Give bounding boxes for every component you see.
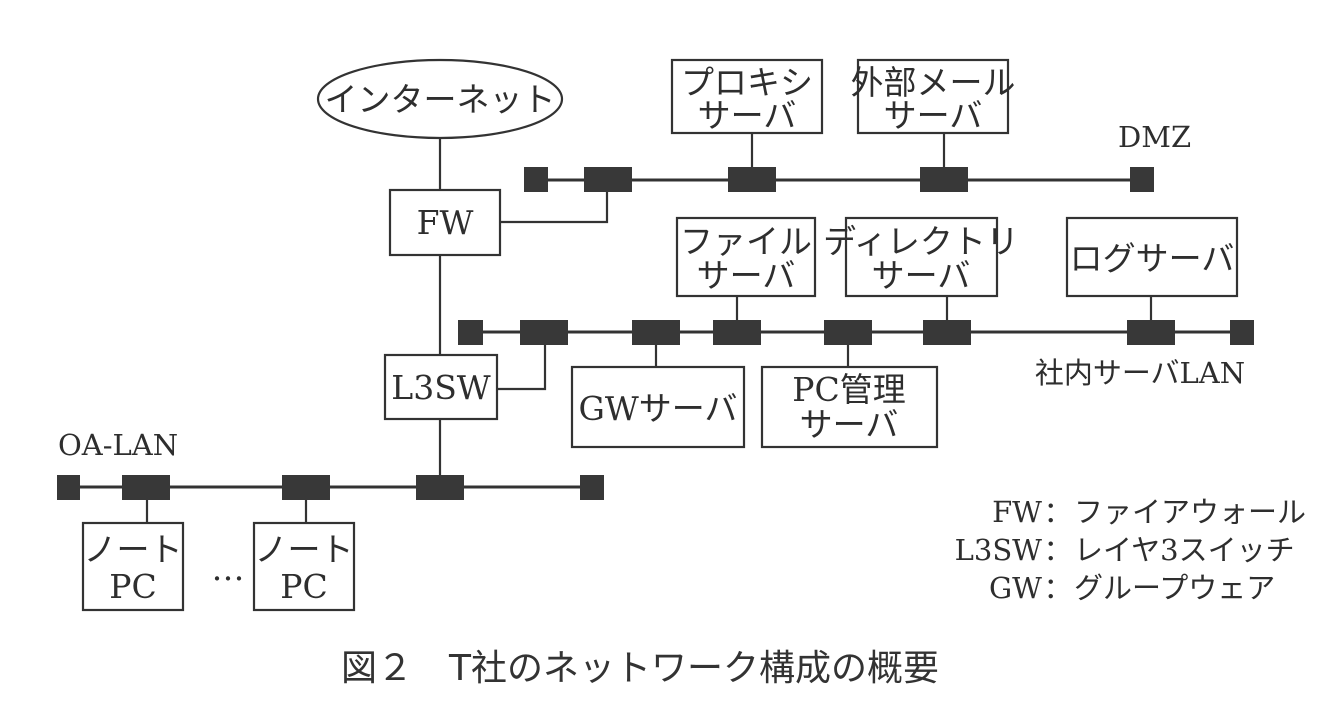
svg-text:サーバ: サーバ <box>872 256 971 295</box>
note-pc-2: ノート PC <box>252 500 356 612</box>
legend: FW ： ファイアウォール L3SW ： レイヤ3スイッチ GW ： グループウ… <box>955 495 1306 605</box>
svg-text:GWサーバ: GWサーバ <box>579 389 738 428</box>
serverlan-port-directory <box>923 320 971 345</box>
link-l3sw-serverlan <box>497 332 547 391</box>
svg-text:ノート: ノート <box>84 530 183 569</box>
serverlan-terminator-left <box>458 320 483 345</box>
server-lan-bus: 社内サーバLAN <box>458 320 1254 390</box>
legend-abbr-gw: GW <box>989 571 1042 605</box>
svg-text:サーバ: サーバ <box>698 96 797 135</box>
dmz-port-proxy <box>728 167 776 192</box>
svg-text:ノート: ノート <box>255 530 354 569</box>
note-pc-1: ノート PC <box>81 500 185 612</box>
l3sw-label: L3SW <box>391 368 491 407</box>
svg-text:ディレクトリ: ディレクトリ <box>823 222 1019 261</box>
svg-text:プロキシ: プロキシ <box>681 63 813 102</box>
pc-management-server: PC管理 サーバ <box>760 345 939 449</box>
oalan-port-l3sw <box>416 475 464 500</box>
legend-abbr-fw: FW <box>992 495 1042 529</box>
legend-meaning-gw: グループウェア <box>1074 571 1275 605</box>
svg-text:PC管理: PC管理 <box>792 370 905 409</box>
svg-text:外部メール: 外部メール <box>851 63 1016 102</box>
oa-lan-label: OA-LAN <box>58 428 178 462</box>
dmz-terminator-left <box>524 167 548 192</box>
serverlan-port-file <box>713 320 761 345</box>
dmz-port-mail <box>920 167 968 192</box>
svg-text:ログサーバ: ログサーバ <box>1070 239 1235 278</box>
serverlan-port-gw <box>632 320 680 345</box>
svg-text:：: ： <box>1043 571 1072 605</box>
legend-abbr-l3sw: L3SW <box>955 533 1043 567</box>
oalan-port-pc2 <box>282 475 330 500</box>
svg-text:：: ： <box>1043 495 1072 529</box>
internet-label: インターネット <box>325 80 556 119</box>
server-lan-label: 社内サーバLAN <box>1035 356 1245 390</box>
gw-server: GWサーバ <box>570 345 746 449</box>
serverlan-terminator-right <box>1230 320 1254 345</box>
external-mail-server: 外部メール サーバ <box>851 58 1016 167</box>
file-server: ファイル サーバ <box>675 216 817 320</box>
oalan-terminator-right <box>580 475 604 500</box>
legend-meaning-l3sw: レイヤ3スイッチ <box>1074 533 1295 567</box>
l3sw-node: L3SW <box>383 353 499 421</box>
internet-node: インターネット <box>316 58 564 140</box>
firewall-node: FW <box>388 188 502 257</box>
svg-text:：: ： <box>1043 533 1072 567</box>
svg-text:PC: PC <box>109 567 156 606</box>
dmz-port-fw <box>584 167 632 192</box>
svg-text:サーバ: サーバ <box>697 256 796 295</box>
oalan-port-pc1 <box>122 475 170 500</box>
oa-lan-bus: OA-LAN <box>57 428 604 500</box>
svg-text:サーバ: サーバ <box>800 405 899 444</box>
ellipsis: … <box>212 549 245 588</box>
legend-meaning-fw: ファイアウォール <box>1074 495 1306 529</box>
svg-text:サーバ: サーバ <box>884 96 983 135</box>
serverlan-port-log <box>1127 320 1175 345</box>
log-server: ログサーバ <box>1065 216 1239 320</box>
svg-text:PC: PC <box>280 567 327 606</box>
svg-text:ファイル: ファイル <box>680 222 812 261</box>
dmz-bus: DMZ <box>524 120 1191 192</box>
fw-label: FW <box>417 203 474 242</box>
link-fw-dmz <box>500 180 609 224</box>
proxy-server: プロキシ サーバ <box>670 58 824 167</box>
figure-caption: 図２ T社のネットワーク構成の概要 <box>341 648 939 689</box>
dmz-terminator-right <box>1130 167 1154 192</box>
serverlan-port-pcmgmt <box>824 320 872 345</box>
dmz-label: DMZ <box>1118 120 1191 154</box>
serverlan-port-l3sw <box>520 320 568 345</box>
oalan-terminator-left <box>57 475 80 500</box>
directory-server: ディレクトリ サーバ <box>823 216 1019 320</box>
